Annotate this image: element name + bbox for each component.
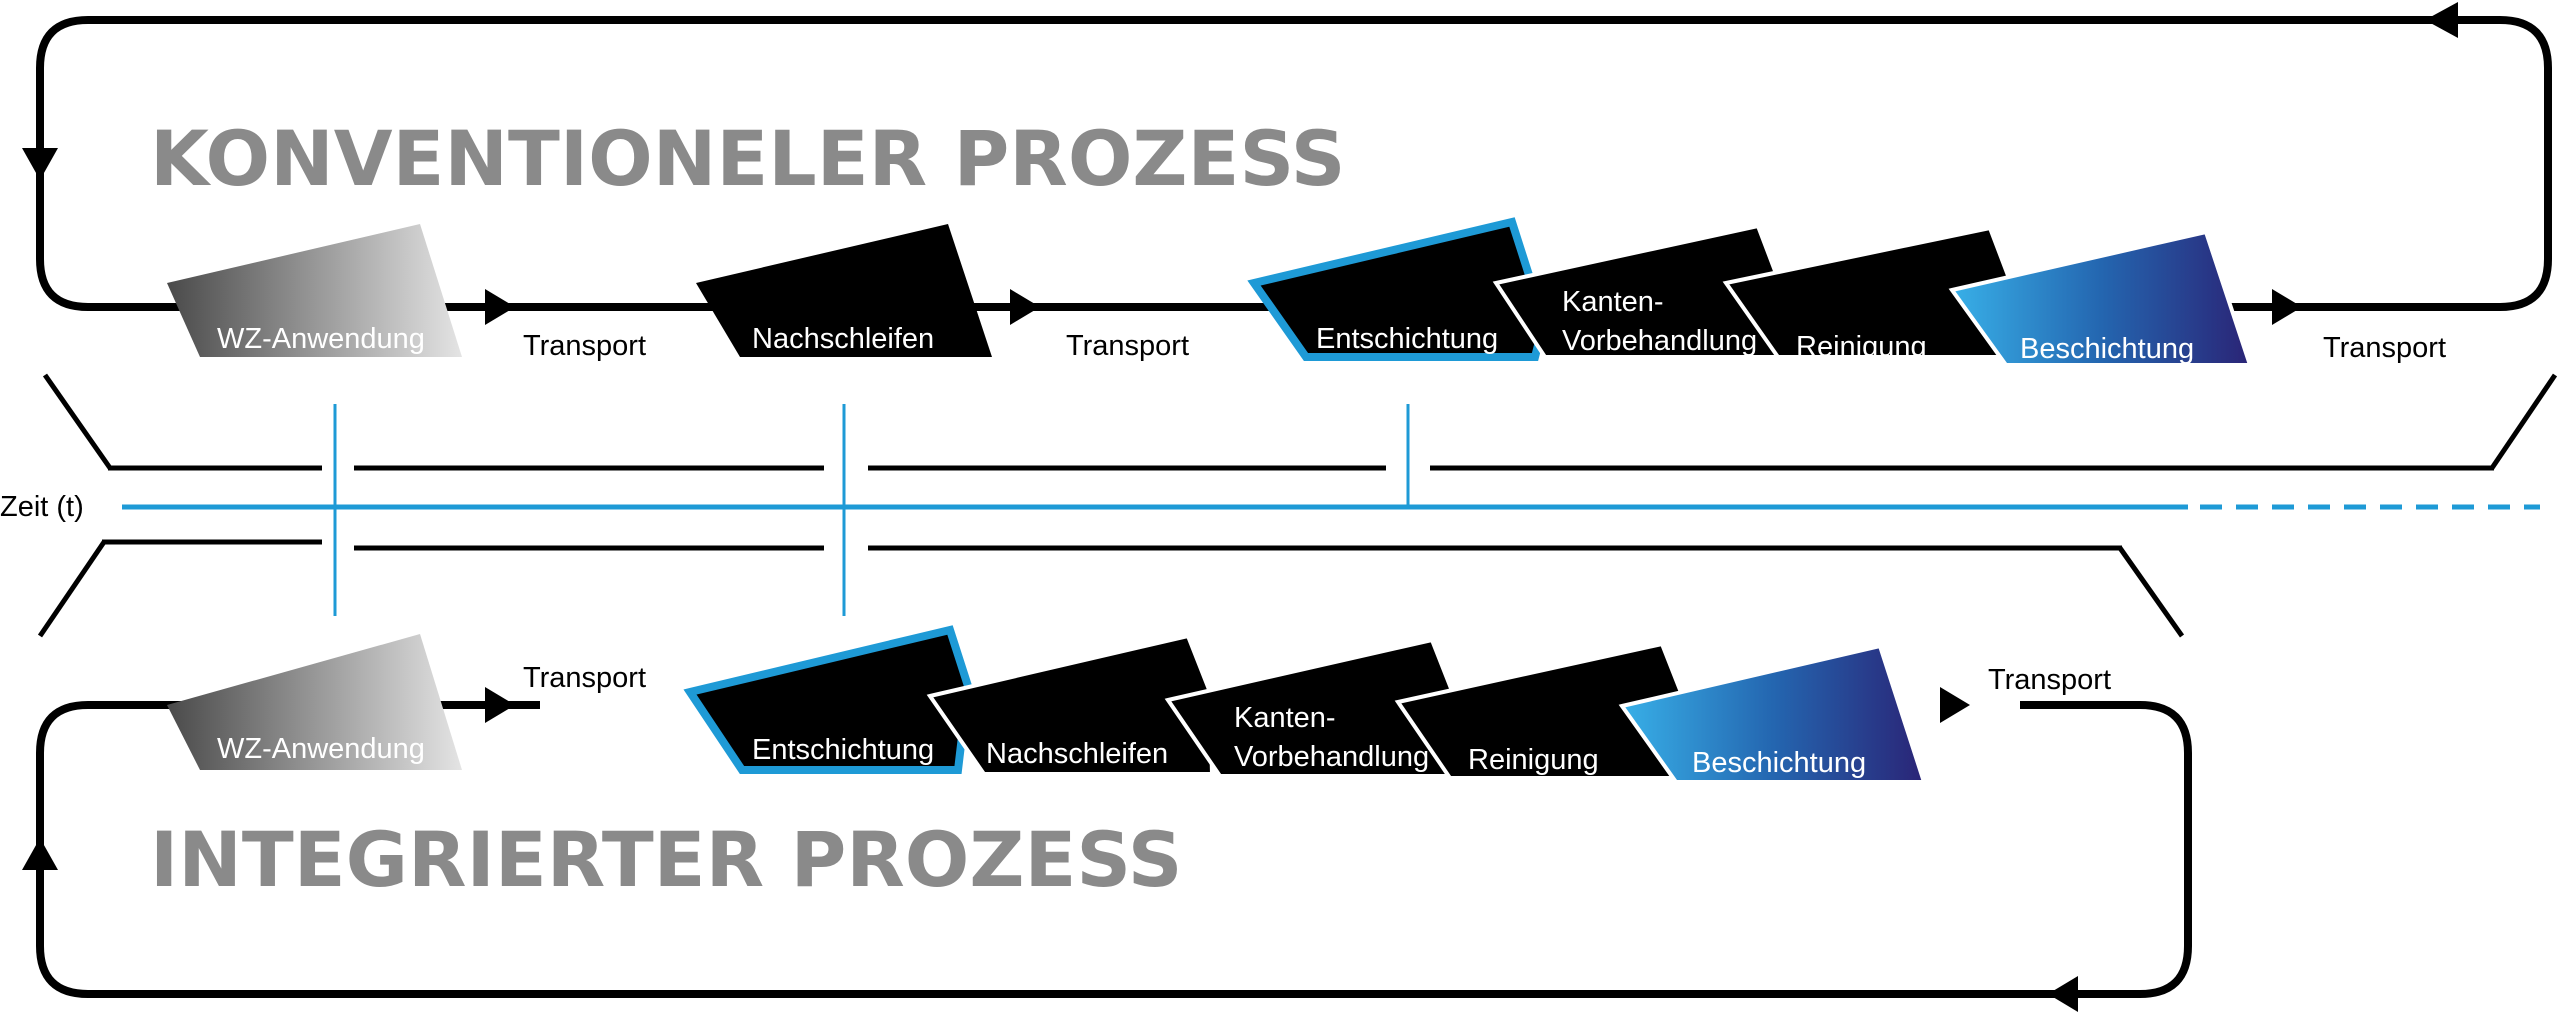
bracket-line: [42, 373, 113, 470]
arrow-right-icon: [485, 289, 515, 325]
step-kanten-vorbehandlung: Kanten- Vorbehandlung: [1492, 223, 1793, 359]
step-label: Nachschleifen: [752, 323, 934, 355]
step-nachschleifen: Nachschleifen: [696, 224, 992, 357]
step-shape: [167, 634, 462, 770]
arrow-left-icon: [2048, 976, 2078, 1012]
step-kanten-vorbehandlung: Kanten- Vorbehandlung: [1164, 637, 1456, 778]
step-label: Nachschleifen: [986, 738, 1168, 770]
transport-label: Transport: [523, 330, 646, 362]
timeline: Zeit (t): [0, 373, 2558, 638]
step-label: Kanten-: [1562, 286, 1664, 318]
step-shape: [696, 224, 992, 357]
time-axis-label: Zeit (t): [0, 491, 84, 523]
step-label: Kanten-: [1234, 702, 1336, 734]
step-label: WZ-Anwendung: [217, 733, 425, 765]
integrated-process: INTEGRIERTER PROZESS WZ-Anwendung Entsch…: [22, 625, 2192, 1012]
step-reinigung: Reinigung: [1722, 225, 2014, 363]
step-wz-anwendung: WZ-Anwendung: [167, 634, 462, 770]
arrow-down-icon: [22, 148, 58, 180]
integrated-title: INTEGRIERTER PROZESS: [150, 815, 1183, 904]
step-shape: [1618, 643, 1927, 784]
integrated-loop-line: [36, 701, 2192, 998]
step-wz-anwendung: WZ-Anwendung: [167, 224, 462, 357]
step-label: Beschichtung: [2020, 333, 2194, 365]
step-shape: [167, 224, 462, 357]
step-label: Reinigung: [1796, 331, 1927, 363]
step-shape: [1948, 229, 2253, 367]
arrow-right-icon: [2272, 289, 2302, 325]
conventional-loop-line: [36, 16, 2552, 311]
conventional-process: KONVENTIONELER PROZESS WZ-Anwendung Nach…: [22, 2, 2552, 367]
conventional-title: KONVENTIONELER PROZESS: [150, 114, 1346, 203]
step-label: Vorbehandlung: [1234, 741, 1429, 773]
bracket-line: [2489, 373, 2558, 470]
bracket-line: [37, 540, 107, 638]
step-beschichtung: Beschichtung: [1948, 229, 2253, 367]
step-label: Entschichtung: [752, 734, 934, 766]
arrow-right-icon: [485, 687, 515, 723]
arrow-up-icon: [22, 838, 58, 870]
transport-label: Transport: [1066, 330, 1189, 362]
transport-label: Transport: [1988, 664, 2111, 696]
step-beschichtung: Beschichtung: [1618, 643, 1927, 784]
arrow-right-icon: [1940, 687, 1970, 723]
step-label: Vorbehandlung: [1562, 325, 1757, 357]
step-label: Reinigung: [1468, 744, 1599, 776]
arrow-left-icon: [2425, 2, 2458, 38]
transport-label: Transport: [523, 662, 646, 694]
step-label: Beschichtung: [1692, 747, 1866, 779]
step-label: WZ-Anwendung: [217, 323, 425, 355]
step-entschichtung: Entschichtung: [683, 625, 973, 774]
transport-label: Transport: [2323, 332, 2446, 364]
step-label: Entschichtung: [1316, 323, 1498, 355]
bracket-line: [2117, 546, 2185, 638]
arrow-right-icon: [1010, 289, 1040, 325]
